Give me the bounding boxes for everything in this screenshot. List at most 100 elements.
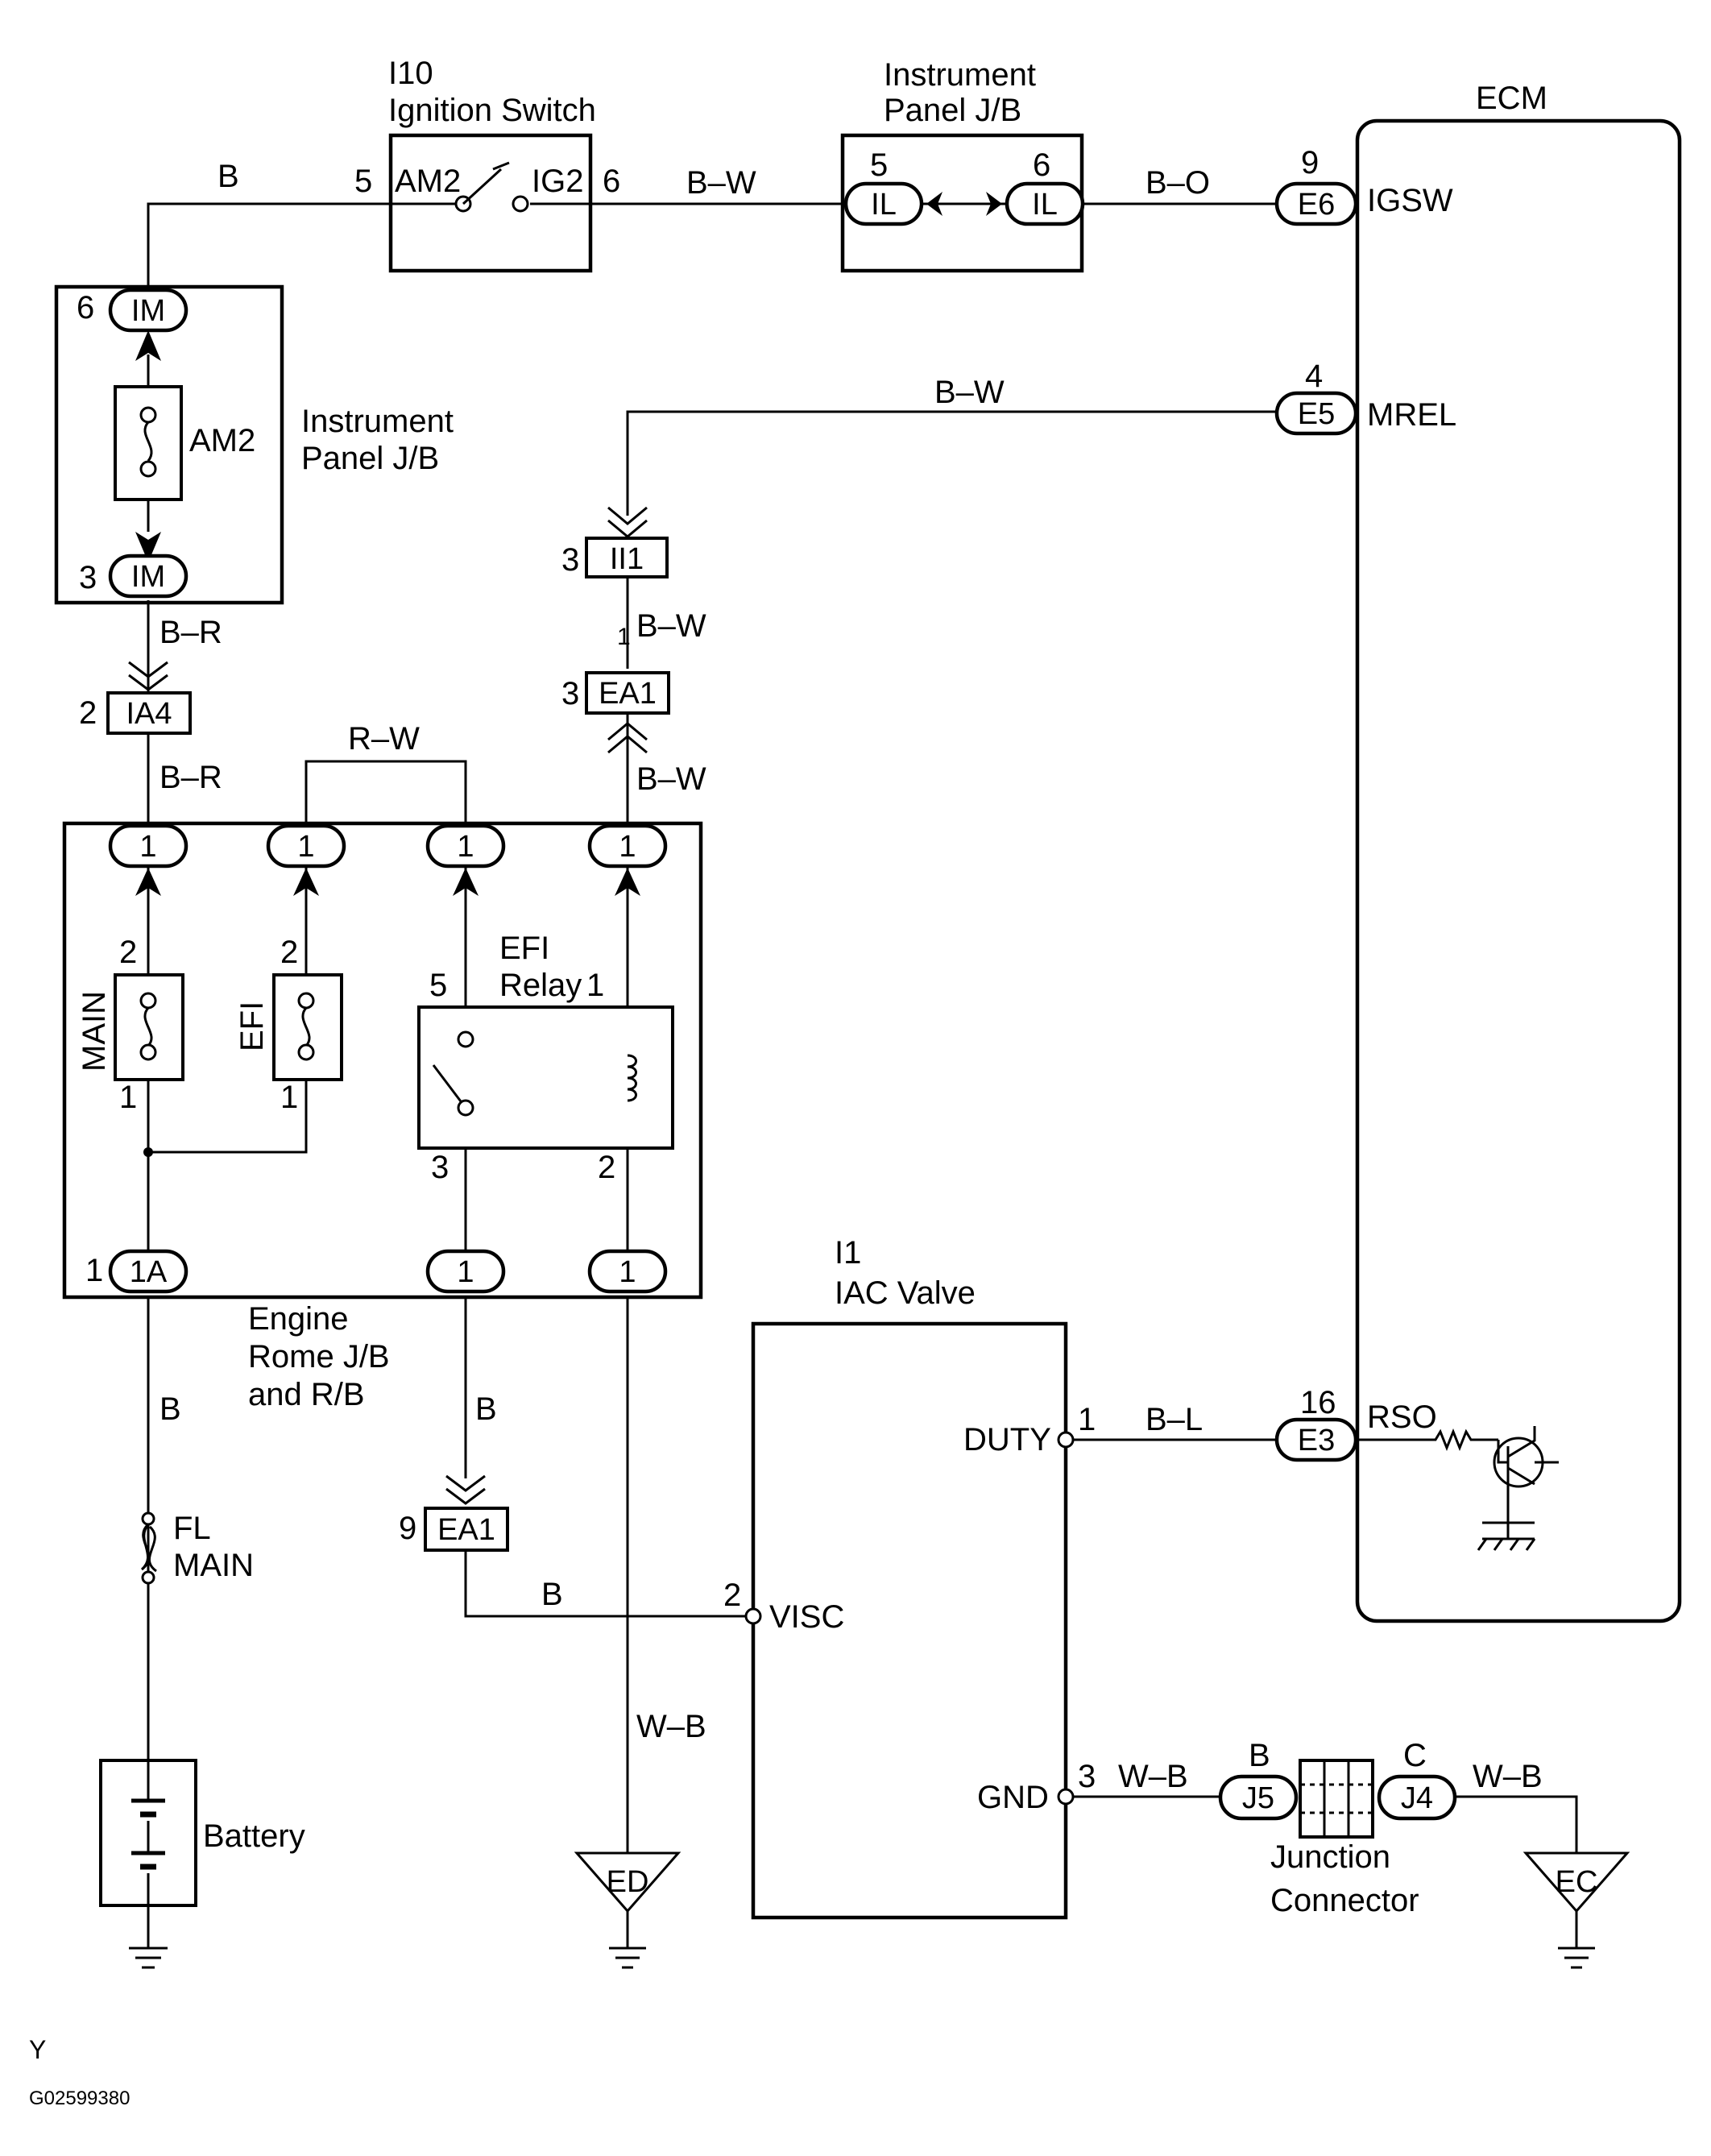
- relay-pin-1: 1: [586, 968, 604, 1003]
- relay-pin-3: 3: [431, 1150, 449, 1185]
- connector-ia4-chevron-icon: [128, 661, 168, 691]
- ecm-term-rso: RSO: [1367, 1399, 1437, 1435]
- engine-jb-top-pin-4-label: 1: [619, 830, 636, 864]
- ip-jb-top-pin-b: 6: [1033, 147, 1050, 183]
- ecm-term-mrel: MREL: [1367, 397, 1456, 433]
- ecm-conn-e6-label: E6: [1298, 188, 1335, 222]
- junction-conn-j5: [1218, 1774, 1299, 1821]
- wire-label-wb-ed: W–B: [636, 1709, 706, 1744]
- connector-ea1-upper-pin-above: 1: [617, 624, 631, 650]
- wire-label-bw-ea1: B–W: [636, 761, 706, 797]
- junction-connector: B C J5 J4 Junction Connector: [1218, 1738, 1457, 1918]
- ip-jb-top-pin-a: 5: [870, 147, 888, 183]
- iac-gnd-label: GND: [977, 1780, 1049, 1815]
- relay-pin-5: 5: [429, 968, 447, 1003]
- fuse-am2-label: AM2: [189, 423, 255, 458]
- switch-contact-ig2: [512, 195, 529, 213]
- wire-label-b-top: B: [218, 159, 239, 194]
- connector-ia4: 2 IA4: [79, 661, 192, 735]
- engine-jb-top-pin-2: [266, 823, 346, 869]
- relay-pin-2: 2: [598, 1150, 615, 1185]
- ground-ed-icon: [609, 1947, 646, 1969]
- ground-ed: ED: [574, 1851, 682, 1969]
- engine-jb-box: [62, 821, 703, 1300]
- wire-label-wb-ec: W–B: [1473, 1759, 1543, 1794]
- ignition-switch-pin-in: 5: [354, 164, 372, 199]
- splice-dot: [143, 1147, 153, 1157]
- terminal-arrow-up-icon: [453, 868, 478, 896]
- connector-ii1-label: II1: [610, 542, 644, 576]
- engine-jb-bottom-pin-1a-label: 1A: [130, 1255, 168, 1289]
- iac-valve-name: IAC Valve: [835, 1275, 976, 1311]
- ip-jb-left-conn-top-label: IM: [131, 294, 165, 328]
- battery-label: Battery: [203, 1818, 305, 1854]
- ecm-name: ECM: [1476, 81, 1547, 116]
- engine-jb-bottom-pin-3: [587, 1249, 668, 1294]
- iac-duty-pin: 1: [1078, 1402, 1096, 1437]
- relay-name-2: Relay: [499, 968, 582, 1003]
- wire-label-bw-top: B–W: [686, 165, 756, 201]
- relay-name-1: EFI: [499, 931, 549, 966]
- terminal-arrow-up-icon: [615, 868, 640, 896]
- efi-relay-box: [417, 1005, 674, 1150]
- battery: Battery: [99, 1759, 305, 1969]
- fuse-main-pin-top: 2: [119, 935, 137, 970]
- connector-ea1-lower-label: EA1: [437, 1513, 495, 1547]
- terminal-arrow-up-icon: [135, 330, 161, 361]
- ignition-switch-id: I10: [388, 56, 433, 91]
- ignition-switch: I10 Ignition Switch 5 AM2 IG2 6: [354, 56, 620, 273]
- footer-code: Y: [29, 2035, 46, 2064]
- connector-ii1: 3 II1: [561, 506, 669, 578]
- terminal-arrow-down-icon: [135, 532, 161, 562]
- ip-jb-top-conn-a-label: IL: [871, 188, 897, 222]
- wire-label-wb-gnd: W–B: [1118, 1759, 1188, 1794]
- iac-terminal-gnd: [1057, 1788, 1075, 1806]
- iac-gnd-pin: 3: [1078, 1759, 1096, 1794]
- engine-jb-name-1: Engine: [248, 1301, 349, 1337]
- ignition-switch-name: Ignition Switch: [388, 93, 596, 128]
- figure-id: G02599380: [29, 2088, 130, 2109]
- ecm-conn-e3: [1274, 1417, 1358, 1462]
- instrument-panel-jb-left: 6 IM AM2 3 IM Instrument Panel J/B: [54, 284, 454, 605]
- connector-ii1-pin: 3: [561, 542, 579, 578]
- ignition-switch-term-am2: AM2: [395, 164, 461, 199]
- wire-label-br-1: B–R: [160, 615, 222, 650]
- engine-jb-bottom-pin-num: 1: [85, 1253, 103, 1288]
- engine-jb-name-2: Rome J/B: [248, 1339, 390, 1374]
- connector-ia4-box: [106, 691, 192, 735]
- ground-ec-label: EC: [1556, 1865, 1598, 1899]
- relay-coil-icon: [627, 1054, 637, 1102]
- ip-jb-left-pin-bottom: 3: [79, 560, 97, 595]
- fusible-link-label-2: MAIN: [173, 1548, 254, 1583]
- wire-label-b-main: B: [160, 1391, 181, 1427]
- engine-jb-bottom-pin-2: [425, 1249, 506, 1294]
- ip-jb-left-pin-top: 6: [77, 290, 94, 325]
- wire-label-bw-ii1: B–W: [636, 608, 706, 644]
- ground-ec-icon: [1558, 1947, 1595, 1969]
- ecm-ground-symbol-icon: [1477, 1538, 1536, 1551]
- junction-conn-j4: [1377, 1774, 1457, 1821]
- junction-conn-j4-label: J4: [1401, 1781, 1433, 1815]
- fusible-link-main: FL MAIN: [140, 1511, 254, 1585]
- connector-ea1-lower-box: [424, 1507, 509, 1552]
- ip-jb-left-box: [54, 284, 284, 605]
- ip-jb-top-name-2: Panel J/B: [884, 93, 1021, 128]
- connector-ea1-lower: 9 EA1: [399, 1474, 509, 1552]
- ignition-switch-term-ig2: IG2: [532, 164, 583, 199]
- wire-label-bw-mrel: B–W: [934, 375, 1005, 410]
- engine-jb-top-pin-3-label: 1: [457, 830, 474, 864]
- junction-conn-j5-label: J5: [1242, 1781, 1274, 1815]
- iac-valve: I1 IAC Valve DUTY 1 VISC 2 GND 3: [723, 1235, 1096, 1920]
- fuse-efi-pin-top: 2: [280, 935, 298, 970]
- ip-jb-top-name-1: Instrument: [884, 57, 1036, 93]
- connector-ea1-lower-chevron-icon: [445, 1474, 486, 1505]
- ecm-conn-e5: [1274, 391, 1358, 436]
- ecm-conn-e3-label: E3: [1298, 1424, 1335, 1457]
- wire-label-bl: B–L: [1146, 1402, 1203, 1437]
- ecm: ECM 9 E6 IGSW 4 E5 MREL 16 E3 RSO: [1274, 81, 1682, 1623]
- iac-duty-label: DUTY: [963, 1422, 1051, 1457]
- iac-valve-id: I1: [835, 1235, 861, 1271]
- terminal-arrow-up-icon: [293, 868, 319, 896]
- ignition-switch-pin-out: 6: [603, 164, 620, 199]
